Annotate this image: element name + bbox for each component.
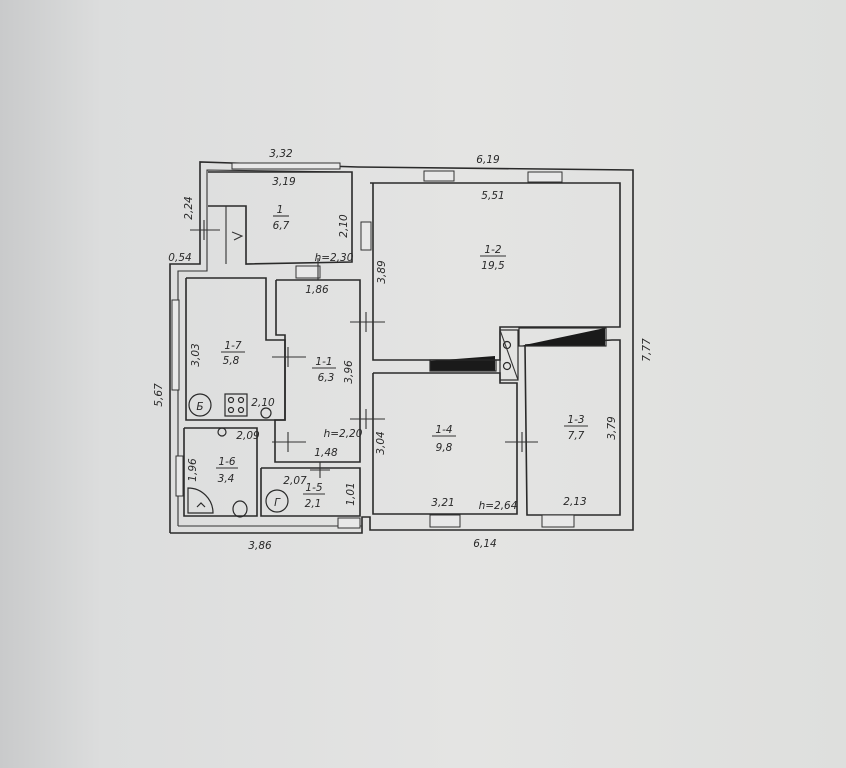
room-1-7-id: 1-7 <box>224 340 241 352</box>
window <box>231 162 341 170</box>
window <box>295 265 321 279</box>
dim-room1-right: 2,10 <box>338 214 350 238</box>
window <box>360 221 372 251</box>
cooktop-icon <box>224 393 248 417</box>
dim-hall-low: 1,48 <box>314 447 338 459</box>
dim-room16-width: 2,09 <box>236 430 260 442</box>
dim-room13-bottom: 2,13 <box>563 496 586 508</box>
room-1-6-area: 3,4 <box>218 473 235 485</box>
room-1-5-wall <box>260 467 361 517</box>
window <box>175 455 184 497</box>
dim-ceiling-2: h=2,20 <box>324 428 363 440</box>
gas-valve-icon <box>260 407 272 419</box>
entry-arrow-icon <box>231 231 244 241</box>
toilet-icon <box>232 500 248 518</box>
gas-meter-icon <box>265 489 289 513</box>
shower-tray-icon <box>187 487 214 514</box>
gas-letter: Г <box>274 497 281 509</box>
room-1-6-id: 1-6 <box>218 456 235 468</box>
stove-icon <box>520 328 605 346</box>
room-1-5-area: 2,1 <box>305 498 322 510</box>
dim-top-left-inner: 3,19 <box>272 176 296 188</box>
dim-room14-left: 3,04 <box>375 431 387 454</box>
room-1-7-area: 5,8 <box>223 355 240 367</box>
room-1-1-area: 6,3 <box>318 372 335 384</box>
room-1-2-area: 19,5 <box>481 260 505 272</box>
window <box>337 517 361 529</box>
dim-room15-width: 2,07 <box>283 475 307 487</box>
burner-icon <box>237 406 245 414</box>
dim-top-left: 3,32 <box>269 148 293 160</box>
dim-top-right-inner: 5,51 <box>481 190 504 202</box>
room-1-3-id: 1-3 <box>567 414 584 426</box>
stove-outline <box>429 359 497 372</box>
room-1-2-id: 1-2 <box>484 244 501 256</box>
boiler-icon <box>188 393 212 417</box>
dim-bottom-right: 6,14 <box>473 538 496 550</box>
dim-room14-bottom: 3,21 <box>431 497 454 509</box>
room-1-id: 1 <box>277 204 284 216</box>
dim-porch-step: 0,54 <box>168 252 191 264</box>
chimney-block <box>499 329 519 381</box>
window <box>541 514 575 528</box>
dim-top-right: 6,19 <box>476 154 500 166</box>
dim-ceiling-1: h=2,30 <box>315 252 354 264</box>
vent-icon <box>502 361 512 371</box>
dim-room16-height: 1,96 <box>187 458 199 482</box>
dim-overall-right: 7,77 <box>641 338 653 362</box>
chimney-line <box>499 329 519 381</box>
room-1-2-wall <box>370 182 621 361</box>
dim-overall-left: 5,67 <box>153 383 165 407</box>
dim-left-porch: 2,24 <box>183 196 195 219</box>
burner-icon <box>227 396 235 404</box>
window <box>171 299 180 391</box>
dim-room17-bottom: 2,10 <box>251 397 275 409</box>
room-1-wall <box>208 171 353 265</box>
stove-icon <box>430 356 495 371</box>
burner-icon <box>237 396 245 404</box>
dim-room17-height: 3,03 <box>190 343 202 366</box>
window <box>429 514 461 528</box>
outer-wall <box>169 161 634 534</box>
dim-room15-height: 1,01 <box>345 482 357 505</box>
drain-icon <box>217 427 227 437</box>
dim-hall-height: 3,96 <box>343 360 355 384</box>
room-1-4-id: 1-4 <box>435 424 452 436</box>
dim-hall-width: 1,86 <box>305 284 329 296</box>
room-1-3-area: 7,7 <box>568 430 585 442</box>
room-1-4-area: 9,8 <box>436 442 453 454</box>
shower-drain-icon <box>196 502 206 508</box>
dim-room13-right: 3,79 <box>606 416 618 440</box>
stove-outline <box>518 327 607 347</box>
window <box>423 170 455 182</box>
room-1-1-wall <box>274 279 361 463</box>
room-1-5-id: 1-5 <box>305 482 322 494</box>
boiler-letter: Б <box>196 401 203 413</box>
room-1-area: 6,7 <box>273 220 290 232</box>
room-1-1-id: 1-1 <box>315 356 332 368</box>
room-1-6-wall <box>183 427 258 517</box>
dim-bottom-left: 3,86 <box>248 540 272 552</box>
dim-ceiling-3: h=2,64 <box>479 500 518 512</box>
burner-icon <box>227 406 235 414</box>
window <box>527 171 563 183</box>
dim-room12-left: 3,89 <box>376 260 388 284</box>
